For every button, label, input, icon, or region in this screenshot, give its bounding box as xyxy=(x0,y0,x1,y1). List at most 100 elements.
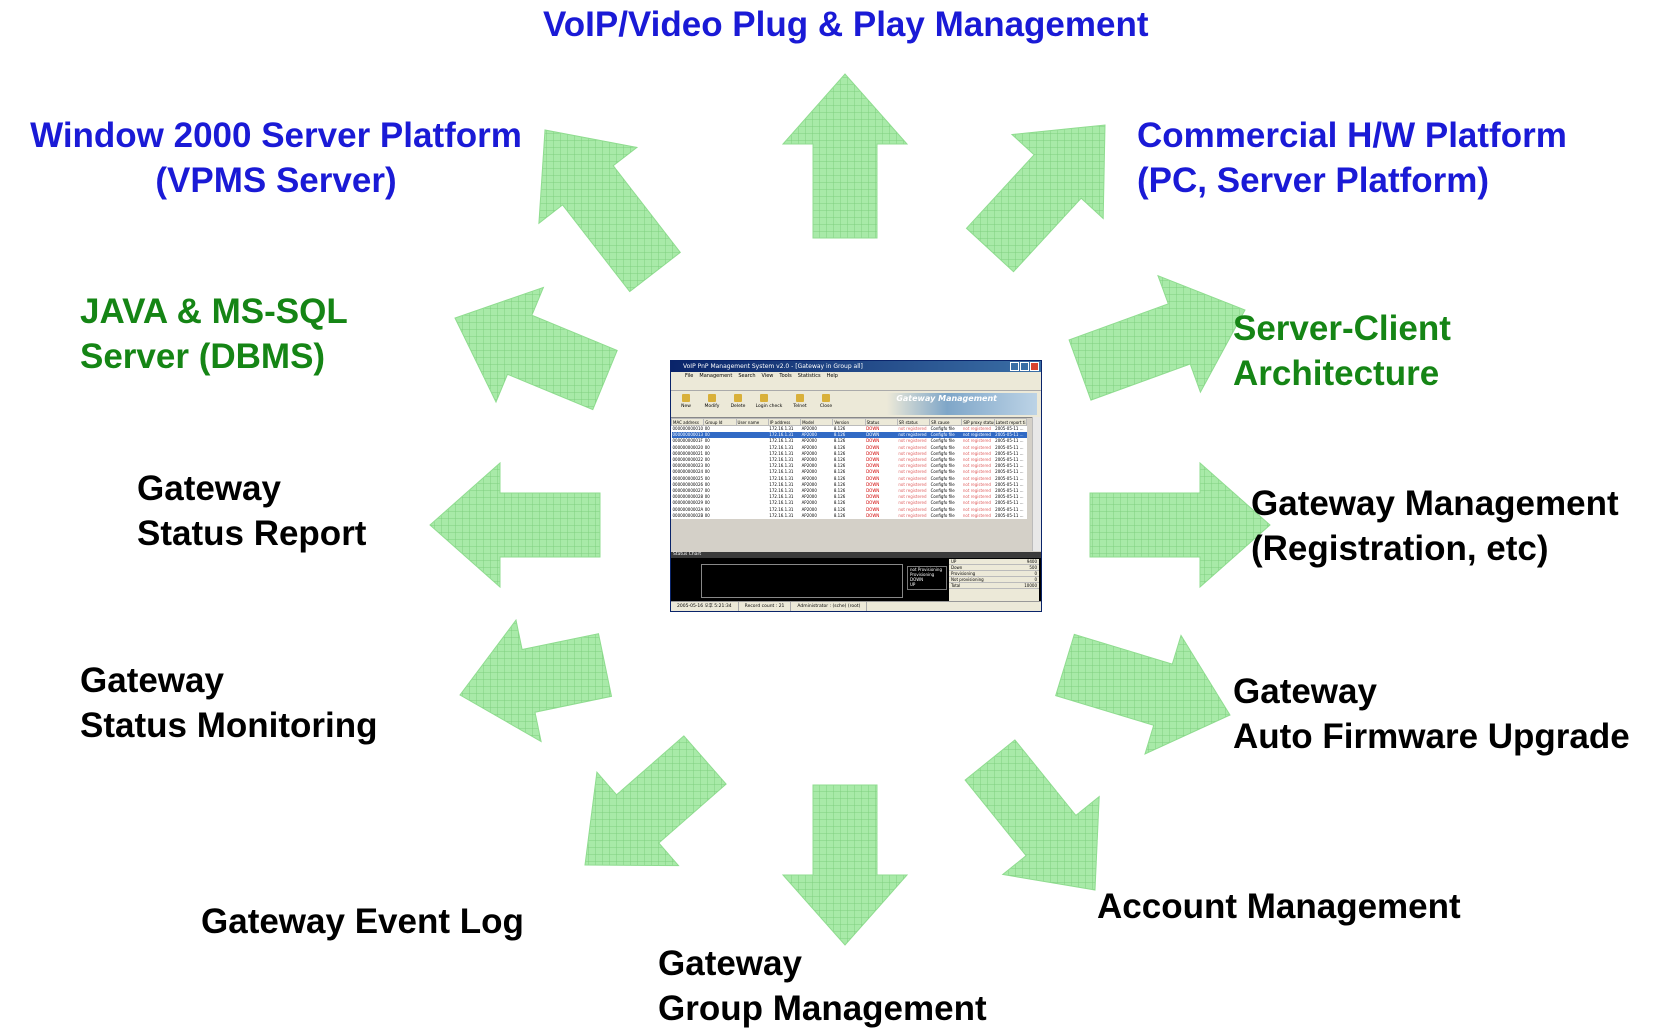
table-cell: 172.16.1.31 xyxy=(769,438,794,444)
table-cell: Configfo file xyxy=(930,475,955,481)
table-cell: 8.126 xyxy=(833,450,846,456)
table-cell: not registered xyxy=(962,463,992,469)
arrow-down xyxy=(781,784,909,946)
vpms-app-screenshot: VoIP PnP Management System v2.0 - [Gatew… xyxy=(670,360,1042,612)
arrow-down-left xyxy=(584,735,727,867)
gateway-management-banner: Gateway Management xyxy=(887,393,1037,415)
table-cell: 172.16.1.31 xyxy=(769,488,794,494)
table-cell: DOWN xyxy=(866,469,880,475)
menu-management: Management xyxy=(699,373,733,379)
menu-view: View xyxy=(761,373,774,379)
table-cell: 2005-05-11 ... xyxy=(995,438,1024,444)
minimize-icon xyxy=(1010,362,1019,371)
arrow-right-upper xyxy=(1068,274,1246,401)
table-cell: Configfo file xyxy=(930,469,955,475)
table-cell: DOWN xyxy=(866,444,880,450)
table-cell: not registered xyxy=(962,500,992,506)
table-cell: AP2000 xyxy=(801,506,817,512)
arrow-down-right xyxy=(964,739,1100,891)
table-cell: 000000000013 xyxy=(671,432,704,439)
table-cell: Configfo file xyxy=(930,488,955,494)
close-button: Close xyxy=(815,391,837,417)
table-cell: 00 xyxy=(704,450,710,456)
table-cell: Configfo file xyxy=(930,494,955,500)
table-cell: not registered xyxy=(962,457,992,463)
table-cell: not registered xyxy=(962,469,992,475)
table-cell: 8.126 xyxy=(833,469,846,475)
table-cell: 2005-05-11 ... xyxy=(995,481,1024,487)
table-cell: 00000000001F xyxy=(672,438,703,444)
table-cell: AP2000 xyxy=(801,457,817,463)
table-cell: not registered xyxy=(962,481,992,487)
table-cell: not registered xyxy=(962,512,992,518)
login-check-button: Login check xyxy=(753,391,785,417)
column-header: SIP proxy status xyxy=(961,418,995,426)
table-cell: not registered xyxy=(898,488,927,494)
table-cell: 8.126 xyxy=(832,432,866,439)
table-cell: not registered xyxy=(898,450,927,456)
table-cell: 8.126 xyxy=(833,438,846,444)
status-record-count: Record count : 21 xyxy=(739,602,792,611)
column-header: Model xyxy=(800,418,834,426)
table-cell: 00 xyxy=(704,506,710,512)
table-cell: 000000000023 xyxy=(672,463,704,469)
column-header: Version xyxy=(832,418,866,426)
label-status-report: Gateway Status Report xyxy=(137,469,367,553)
stats-label: Not provisioning xyxy=(951,577,984,582)
table-cell: not registered xyxy=(962,450,992,456)
table-cell: 8.126 xyxy=(833,463,846,469)
table-cell: 172.16.1.31 xyxy=(768,432,801,439)
table-cell: 000000000027 xyxy=(672,488,704,494)
stats-value: 500 xyxy=(1029,565,1037,570)
table-cell: 172.16.1.31 xyxy=(769,500,794,506)
table-cell: 8.126 xyxy=(833,481,846,487)
table-cell: 172.16.1.31 xyxy=(769,444,794,450)
table-cell: DOWN xyxy=(865,432,898,439)
arrow-left xyxy=(429,461,601,589)
table-cell: 172.16.1.31 xyxy=(769,506,794,512)
status-chart-plot xyxy=(701,564,903,598)
table-cell: not registered xyxy=(962,506,992,512)
table-cell: Configfo file xyxy=(930,450,955,456)
table-cell: 00 xyxy=(704,426,710,431)
table-cell: 00 xyxy=(704,469,710,475)
table-cell: 8.126 xyxy=(833,512,846,518)
table-cell: 8.126 xyxy=(833,500,846,506)
table-cell: not registered xyxy=(898,463,927,469)
table-cell: DOWN xyxy=(866,450,880,456)
table-cell: 000000000024 xyxy=(672,469,704,475)
status-chart-legend: not Provisioning Provisioning DOWN UP xyxy=(907,566,947,590)
table-cell: Configfo file xyxy=(930,506,955,512)
table-cell: AP2000 xyxy=(801,500,817,506)
window-title: VoIP PnP Management System v2.0 - [Gatew… xyxy=(683,363,863,370)
table-cell: DOWN xyxy=(866,457,880,463)
table-cell: not registered xyxy=(962,426,992,431)
table-cell: 00 xyxy=(704,494,710,500)
table-cell: Configfo file xyxy=(930,457,955,463)
table-cell: 172.16.1.31 xyxy=(769,469,794,475)
table-cell: 00 xyxy=(704,475,710,481)
table-cell: 000000000029 xyxy=(672,500,704,506)
table-cell: not registered xyxy=(898,444,927,450)
table-cell: 000000000028 xyxy=(672,494,704,500)
table-cell: DOWN xyxy=(866,488,880,494)
table-cell: 8.126 xyxy=(833,444,846,450)
table-cell: DOWN xyxy=(866,438,880,444)
table-cell: 2005-05-11 ... xyxy=(995,506,1024,512)
stats-label: Provisioning xyxy=(951,571,976,576)
table-cell: DOWN xyxy=(866,500,880,506)
table-cell: 000000000010 xyxy=(672,426,704,431)
table-cell: AP2000 xyxy=(801,469,817,475)
table-cell: not registered xyxy=(898,469,927,475)
table-cell: 2005-05-11 ... xyxy=(995,488,1024,494)
table-cell: 2005-05-11 ... xyxy=(995,494,1024,500)
table-cell: Configfo file xyxy=(930,512,955,518)
